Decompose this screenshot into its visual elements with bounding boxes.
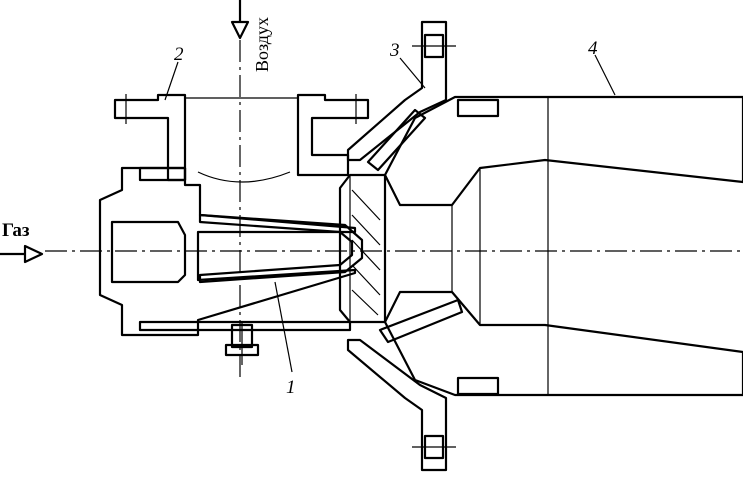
air-inlet-body <box>98 93 370 337</box>
gas-nozzle <box>198 173 387 324</box>
drain-bolt <box>224 322 260 365</box>
part-label-3: 3 <box>389 40 400 61</box>
air-flow-arrow-icon <box>230 0 250 40</box>
mounting-flange <box>346 20 500 472</box>
gas-label: Газ <box>2 220 30 241</box>
air-label: Воздух <box>252 17 272 72</box>
part-label-4: 4 <box>588 38 598 59</box>
leader-lines <box>164 54 616 373</box>
part-label-1: 1 <box>286 377 296 398</box>
part-label-2: 2 <box>174 44 184 65</box>
gas-flow-arrow-icon <box>0 244 44 264</box>
refractory-tunnel <box>383 95 743 397</box>
